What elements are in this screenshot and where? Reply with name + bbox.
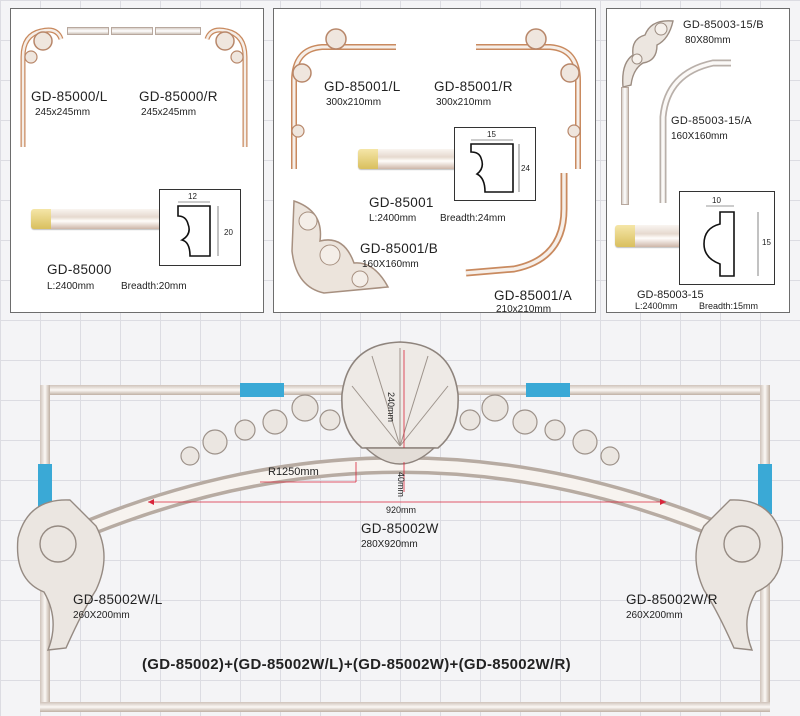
corner-left-size: 300x210mm — [326, 97, 382, 108]
arc-code: GD-85001/A — [494, 288, 573, 303]
arch-center-size: 280X920mm — [361, 539, 418, 550]
panel-gd-85003-15: GD-85003-15/B 80X80mm GD-85003-15/A 160X… — [606, 8, 790, 313]
vertical-molding — [621, 87, 629, 205]
arc-molding — [465, 173, 568, 277]
corner-right-size: 245x245mm — [141, 107, 197, 118]
profile-width-label: 10 — [712, 196, 721, 205]
corner-right-code: GD-85000/R — [139, 89, 218, 104]
corner-ornament-left — [20, 27, 64, 147]
molding-profile-diagram: 15 24 — [454, 127, 536, 201]
arch-radius-dimension: R1250mm — [268, 466, 319, 478]
molding-profile-diagram: 10 15 — [679, 191, 775, 285]
molding-sample — [358, 149, 458, 169]
corner-ornament-left — [291, 28, 396, 169]
corner-right-code: GD-85001/R — [434, 79, 513, 94]
corner-ornament-right — [204, 27, 248, 147]
arch-left-size: 260X200mm — [73, 610, 130, 621]
profile-width-label: 15 — [487, 130, 496, 139]
molding-code: GD-85000 — [47, 262, 112, 277]
corner-right-size: 300x210mm — [436, 97, 492, 108]
corner-left-size: 245x245mm — [35, 107, 91, 118]
profile-height-label: 24 — [521, 164, 530, 173]
molding-length: L:2400mm — [635, 301, 678, 311]
arc-code: GD-85003-15/A — [671, 115, 752, 127]
profile-width-label: 12 — [188, 192, 197, 201]
molding-sample — [31, 209, 167, 229]
arch-frame-illustration — [16, 341, 784, 712]
arch-left-code: GD-85002W/L — [73, 592, 163, 607]
arc-size: 160X160mm — [671, 131, 728, 142]
arch-depth-dimension: 40mm — [396, 472, 406, 498]
molding-profile-diagram: 12 20 — [159, 189, 241, 266]
molding-breadth: Breadth:20mm — [121, 281, 187, 292]
ornament-b-code: GD-85003-15/B — [683, 19, 764, 31]
arch-width-dimension: 920mm — [386, 505, 417, 515]
corner-left-code: GD-85000/L — [31, 89, 108, 104]
profile-height-label: 15 — [762, 238, 771, 247]
frame-rail-top — [111, 27, 153, 35]
arch-center-code: GD-85002W — [361, 521, 439, 536]
frame-rail-top — [67, 27, 109, 35]
panel-gd-85001: GD-85001/L 300x210mm GD-85001/R 300x210m… — [273, 8, 596, 315]
arch-right-size: 260X200mm — [626, 610, 683, 621]
frame-rail-top — [155, 27, 201, 35]
arch-height-dimension: 240mm — [386, 392, 396, 423]
arc-size: 210x210mm — [496, 304, 552, 315]
molding-sample — [615, 225, 685, 247]
ornament-b — [291, 199, 390, 294]
ornament-b-size: 160X160mm — [362, 259, 419, 270]
ornament-b-size: 80X80mm — [685, 35, 731, 46]
arc-molding — [659, 59, 731, 203]
ornament-b-code: GD-85001/B — [360, 241, 439, 256]
molding-length: L:2400mm — [47, 281, 95, 292]
corner-ornament-right — [476, 28, 581, 169]
ornament-b — [622, 20, 674, 88]
arch-right-code: GD-85002W/R — [626, 592, 718, 607]
molding-code: GD-85003-15 — [637, 289, 704, 301]
profile-height-label: 20 — [224, 228, 233, 237]
combination-formula: (GD-85002)+(GD-85002W/L)+(GD-85002W)+(GD… — [142, 656, 571, 673]
molding-breadth: Breadth:24mm — [440, 213, 506, 224]
molding-code: GD-85001 — [369, 195, 434, 210]
corner-left-code: GD-85001/L — [324, 79, 401, 94]
molding-length: L:2400mm — [369, 213, 417, 224]
molding-breadth: Breadth:15mm — [699, 301, 759, 311]
panel-gd-85000: GD-85000/L 245x245mm GD-85000/R 245x245m… — [10, 8, 264, 313]
